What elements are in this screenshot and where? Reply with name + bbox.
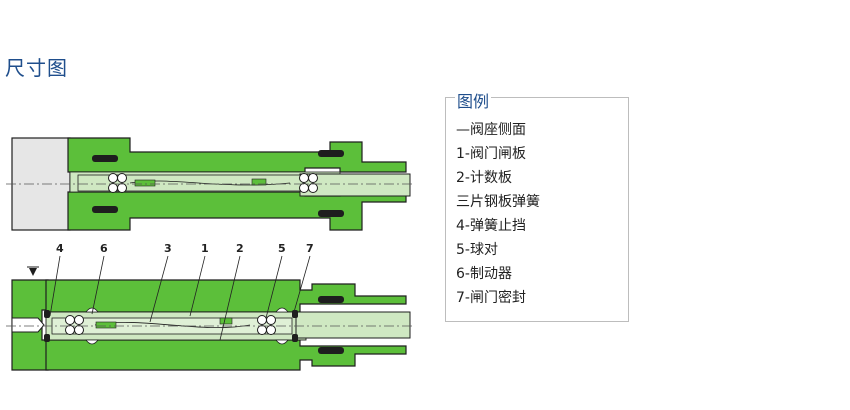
callout-7: 7 [306, 242, 314, 255]
callout-5: 5 [278, 242, 286, 255]
legend-box [445, 97, 629, 322]
callout-labels: 4 6 3 1 2 5 7 [56, 242, 314, 255]
callout-6: 6 [100, 242, 108, 255]
callout-2: 2 [236, 242, 244, 255]
top-view [6, 137, 412, 231]
legend-item: 4-弹簧止挡 [456, 218, 526, 234]
legend-item: 6-制动器 [456, 266, 512, 282]
callouts [49, 255, 311, 341]
callout-1: 1 [201, 242, 209, 255]
legend-item: —阀座侧面 [456, 122, 526, 138]
legend-item: 2-计数板 [456, 170, 512, 186]
legend-item: 1-阀门闸板 [456, 146, 526, 162]
callout-4: 4 [56, 242, 64, 255]
callout-3: 3 [164, 242, 172, 255]
legend-item: 5-球对 [456, 242, 498, 258]
legend-item: 三片钢板弹簧 [456, 194, 540, 210]
legend-list: —阀座侧面 1-阀门闸板 2-计数板 三片钢板弹簧 4-弹簧止挡 5-球对 6-… [456, 118, 540, 310]
page-title: 尺寸图 [5, 56, 68, 80]
legend-item: 7-闸门密封 [456, 290, 526, 306]
legend-title: 图例 [455, 88, 492, 112]
valve-dimension-drawing: 4 6 3 1 2 5 7 [6, 137, 412, 371]
section-view [6, 266, 412, 371]
